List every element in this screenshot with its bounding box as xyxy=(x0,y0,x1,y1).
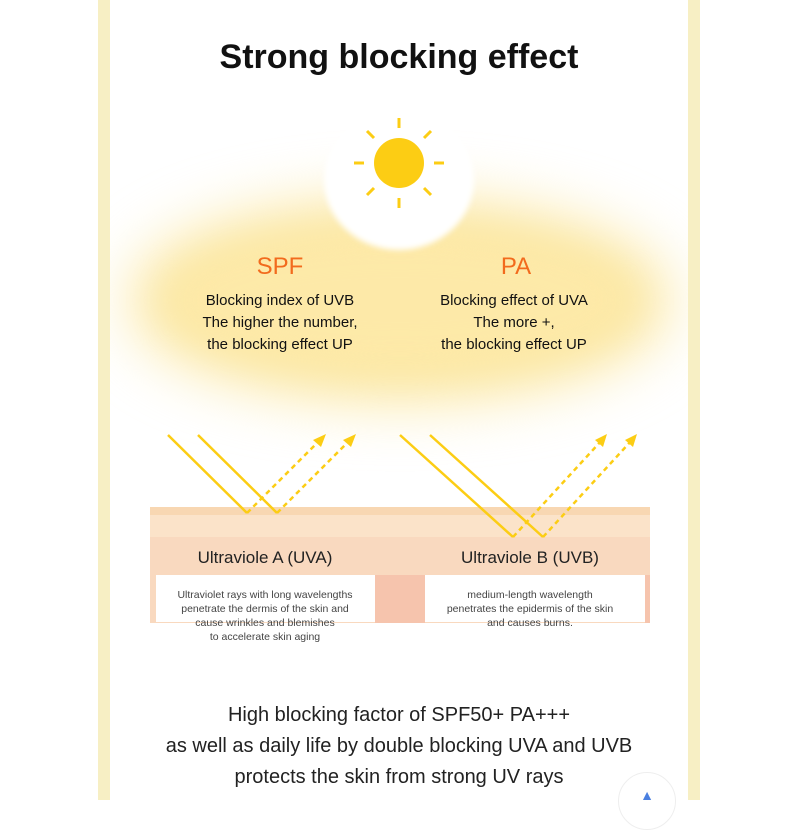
summary-line: as well as daily life by double blocking… xyxy=(165,735,633,757)
sun-icon xyxy=(354,118,444,208)
skin-layer-top xyxy=(150,507,650,515)
pa-line: Blocking effect of UVA xyxy=(440,292,588,309)
uvb-line: medium-length wavelength xyxy=(467,589,593,601)
summary-text: High blocking factor of SPF50+ PA+++ as … xyxy=(110,700,688,793)
page-title: Strong blocking effect xyxy=(219,38,579,76)
skin-edge xyxy=(645,575,650,623)
uva-line: Ultraviolet rays with long wavelengths xyxy=(177,589,353,601)
product-detail-image: Strong blocking effect SPF Blocking inde… xyxy=(110,0,688,800)
uva-line: to accelerate skin aging xyxy=(209,631,321,643)
chevron-up-icon: ▲ xyxy=(640,787,654,803)
uv-rays xyxy=(167,434,637,538)
uvb-label: Ultraviole B (UVB) xyxy=(461,548,599,567)
glow-inner xyxy=(170,230,630,370)
side-strip-left xyxy=(98,0,110,800)
pa-line: The more +, xyxy=(473,314,555,331)
spf-heading: SPF xyxy=(256,253,304,280)
scroll-to-top-button[interactable]: ▲ xyxy=(618,772,676,830)
side-strip-right xyxy=(688,0,700,800)
spf-line: the blocking effect UP xyxy=(207,336,353,353)
pa-line: the blocking effect UP xyxy=(441,336,587,353)
uva-description: Ultraviolet rays with long wavelengths p… xyxy=(150,588,380,644)
pa-description: Blocking effect of UVA The more +, the b… xyxy=(404,290,624,356)
uva-label: Ultraviole A (UVA) xyxy=(197,548,333,567)
skin-gap xyxy=(375,575,425,623)
uvb-box xyxy=(425,575,645,622)
uva-box xyxy=(156,575,375,622)
uvb-line: penetrates the epidermis of the skin xyxy=(446,603,614,615)
uvb-line: and causes burns. xyxy=(487,617,573,629)
uva-line: cause wrinkles and blemishes xyxy=(195,617,335,629)
spf-description: Blocking index of UVB The higher the num… xyxy=(170,290,390,356)
spf-line: Blocking index of UVB xyxy=(205,292,355,309)
summary-line: High blocking factor of SPF50+ PA+++ xyxy=(227,704,571,726)
uva-line: penetrate the dermis of the skin and xyxy=(181,603,349,615)
spf-line: The higher the number, xyxy=(202,314,358,331)
uvb-description: medium-length wavelength penetrates the … xyxy=(415,588,645,630)
pa-heading: PA xyxy=(500,253,532,280)
summary-line: protects the skin from strong UV rays xyxy=(234,766,564,788)
